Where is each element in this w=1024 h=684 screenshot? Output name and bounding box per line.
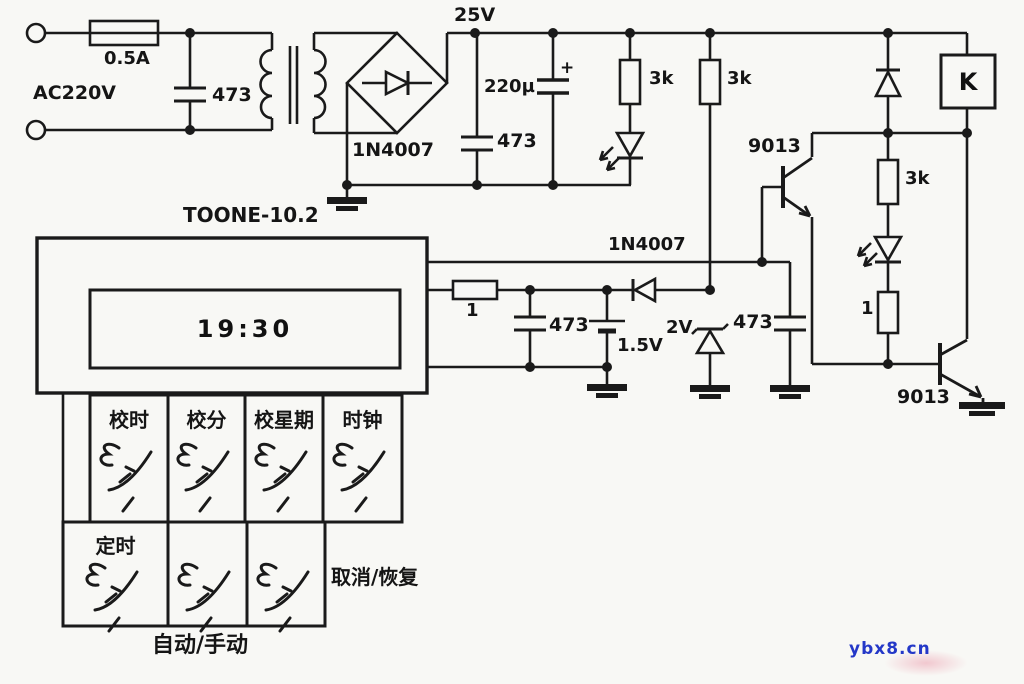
- wires: [45, 31, 969, 522]
- transformer-symbol: [259, 46, 327, 124]
- button-label-timer: 定时: [95, 534, 136, 558]
- button-label-clock: 时钟: [342, 408, 383, 432]
- battery-1v5-symbol: [589, 319, 625, 334]
- resistor-1-module-symbol: [451, 279, 499, 301]
- button-label-set-hour: 校时: [109, 408, 149, 432]
- transistor-q2-symbol: [938, 338, 985, 402]
- resistor-1-chain-symbol: [876, 290, 900, 335]
- label-cap-polarity: +: [560, 58, 575, 78]
- button-matrix: [61, 393, 404, 628]
- clock-display-box: [88, 288, 402, 370]
- button-label-set-week: 校星期: [254, 408, 314, 432]
- base-cap-473-symbol: [774, 315, 806, 332]
- label-transistor-q2: 9013: [897, 386, 950, 408]
- watermark-text: ybx8.cn: [849, 639, 931, 659]
- label-relay-k: K: [958, 67, 978, 96]
- label-dc-rail: 25V: [454, 4, 496, 26]
- rail-cap-473-symbol: [461, 135, 493, 152]
- label-transistor-q1: 9013: [748, 135, 801, 157]
- power-led-symbol: [598, 131, 646, 172]
- clock-display-time: 19:30: [196, 315, 294, 343]
- label-charge-diode: 1N4007: [608, 234, 686, 255]
- label-ac-source: AC220V: [33, 82, 117, 104]
- pink-smudge: [884, 650, 968, 676]
- label-cap-473-left: 473: [549, 314, 589, 336]
- label-bridge-part: 1N4007: [352, 139, 435, 161]
- label-cap-220u: 220µ: [484, 76, 535, 97]
- bridge-rectifier-symbol: [345, 31, 449, 135]
- label-cap-473-right: 473: [733, 311, 773, 333]
- label-module-name: TOONE-10.2: [183, 203, 319, 227]
- input-cap-symbol: [174, 86, 206, 103]
- relay-led-symbol: [856, 235, 904, 268]
- label-auto-manual: 自动/手动: [152, 633, 249, 658]
- label-resistor-3k-1: 3k: [649, 68, 674, 89]
- resistor-3k-1-symbol: [618, 58, 642, 106]
- ground-symbols: [327, 185, 1005, 416]
- ac-terminals: [25, 22, 47, 141]
- label-rail-cap: 473: [497, 130, 537, 152]
- resistor-3k-3-symbol: [876, 158, 900, 206]
- label-cancel-restore: 取消/恢复: [331, 565, 419, 589]
- label-input-cap: 473: [212, 84, 252, 106]
- clock-module-box: [35, 236, 429, 395]
- flyback-diode-symbol: [873, 68, 903, 98]
- label-resistor-1-chain: 1: [861, 298, 874, 319]
- label-resistor-3k-2: 3k: [727, 68, 752, 89]
- zener-2v-symbol: [691, 323, 729, 355]
- label-resistor-1-module: 1: [466, 300, 479, 321]
- label-battery: 1.5V: [617, 335, 663, 356]
- button-label-set-minute: 校分: [186, 408, 227, 432]
- module-cap-473-symbol: [514, 315, 546, 332]
- fuse-symbol: [88, 19, 160, 47]
- resistor-3k-2-symbol: [698, 58, 722, 106]
- transistor-q1-symbol: [781, 156, 813, 218]
- label-resistor-3k-3: 3k: [905, 168, 930, 189]
- cap-220u-symbol: [537, 78, 569, 95]
- label-zener: 2V: [666, 317, 693, 338]
- label-fuse-rating: 0.5A: [104, 48, 150, 69]
- charge-diode-symbol: [631, 276, 657, 304]
- junction-dots: [185, 28, 972, 372]
- relay-box: [939, 53, 997, 110]
